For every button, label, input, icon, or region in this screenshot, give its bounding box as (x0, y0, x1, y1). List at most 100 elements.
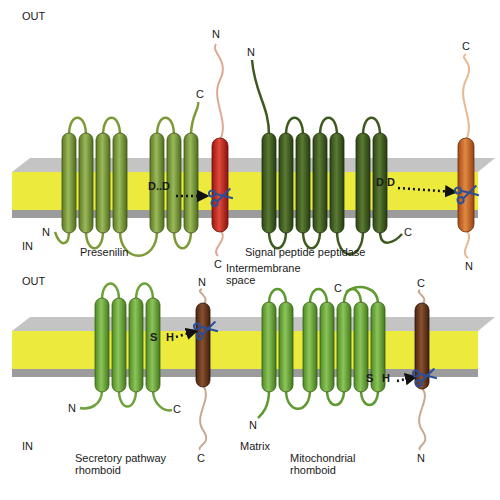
loop (286, 390, 310, 409)
terminal-tail (346, 287, 378, 304)
text-label: H (166, 331, 174, 343)
terminal-tail (216, 230, 223, 256)
terminal-tail (252, 60, 269, 135)
scissors-symbol (208, 186, 233, 207)
tm-helix (96, 133, 110, 233)
catalytic-arrow (176, 331, 196, 337)
loop (327, 390, 344, 405)
text-label: Signal peptide peptidase (245, 246, 365, 258)
scissors-handle (208, 190, 215, 197)
scissors-handle (196, 332, 203, 339)
text-label: C (462, 40, 470, 52)
loop (157, 118, 174, 135)
terminal-tail (215, 44, 223, 140)
scissors-blade (419, 369, 437, 382)
scissors-blade (200, 323, 218, 336)
terminal-tail (153, 390, 172, 410)
scissors-handle (211, 199, 218, 206)
text-label: C (404, 226, 412, 238)
tm-helix (313, 133, 327, 233)
loop (320, 118, 337, 135)
tm-helix (279, 133, 293, 233)
loop (174, 231, 191, 248)
scissors-symbol (193, 319, 218, 340)
scissors-blade (215, 190, 233, 203)
tm-helix (354, 302, 368, 392)
tm-helix (320, 302, 334, 392)
membrane-surface (12, 369, 478, 377)
scissors-blade (419, 370, 437, 383)
terminal-tail (80, 390, 102, 408)
tm-helix (330, 133, 344, 233)
terminal-tail (465, 230, 469, 258)
substrate-helix (458, 138, 474, 232)
text-label: N (198, 276, 206, 288)
tm-helix (112, 298, 126, 392)
loop (286, 118, 303, 135)
text-label: C (334, 282, 342, 294)
scissors-handle (412, 370, 419, 377)
scissors-blade (461, 187, 479, 200)
tm-helix (113, 133, 127, 233)
protein-loops (55, 102, 198, 256)
substrate-helix (212, 138, 228, 232)
terminal-tail (200, 289, 206, 305)
scissors-handle (454, 187, 461, 194)
tm-helix (95, 298, 109, 392)
loop (269, 231, 286, 248)
text-label: C (197, 452, 205, 464)
tm-helix (62, 133, 76, 233)
scissors-handle (193, 323, 200, 330)
scissors-blade (200, 322, 218, 335)
text-label: N (249, 419, 257, 431)
rhomboid-helices (95, 298, 160, 392)
loop (119, 390, 136, 407)
scissors-handle (457, 196, 464, 203)
tm-helix (129, 298, 143, 392)
loop (69, 118, 86, 135)
text-label: C (196, 88, 204, 100)
terminal-tail (419, 388, 425, 450)
scissors-handle (415, 379, 422, 386)
tm-helix (296, 133, 310, 233)
text-label: Intermembrane space (226, 262, 304, 286)
text-label: N (68, 402, 76, 414)
catalytic-arrow (398, 188, 455, 192)
loop (136, 284, 153, 301)
text-label: N (212, 28, 220, 40)
tm-helix (146, 298, 160, 392)
loop (361, 390, 378, 405)
terminal-tail (380, 231, 402, 243)
tm-helix (79, 133, 93, 233)
rhomboid-helices (262, 302, 385, 392)
loop (86, 231, 103, 248)
text-label: N (465, 260, 473, 272)
scissors-blade (215, 189, 233, 202)
text-label: OUT (22, 10, 45, 22)
text-label: N (42, 226, 50, 238)
protein-loops (252, 60, 402, 254)
loop (103, 118, 120, 135)
presenilin-helices (62, 133, 198, 233)
text-label: IN (22, 240, 33, 252)
loop (269, 289, 286, 304)
tm-helix (262, 302, 276, 392)
tm-helix (337, 302, 351, 392)
text-label: D..D (148, 180, 170, 192)
text-label: H (382, 372, 390, 384)
text-label: Secretory pathway rhomboid (75, 452, 190, 476)
loop (303, 231, 320, 248)
tm-helix (303, 302, 317, 392)
text-label: D D (376, 176, 395, 188)
catalytic-arrow (176, 195, 207, 198)
text-label: IN (22, 440, 33, 452)
terminal-tail (191, 102, 198, 135)
tm-helix (356, 133, 370, 233)
text-label: N (417, 452, 425, 464)
catalytic-arrow (397, 377, 415, 381)
text-label: N (247, 46, 255, 58)
text-label: Presenilin (80, 246, 128, 258)
scissors-blade (461, 186, 479, 199)
text-label: S (150, 331, 157, 343)
tm-helix (184, 133, 198, 233)
